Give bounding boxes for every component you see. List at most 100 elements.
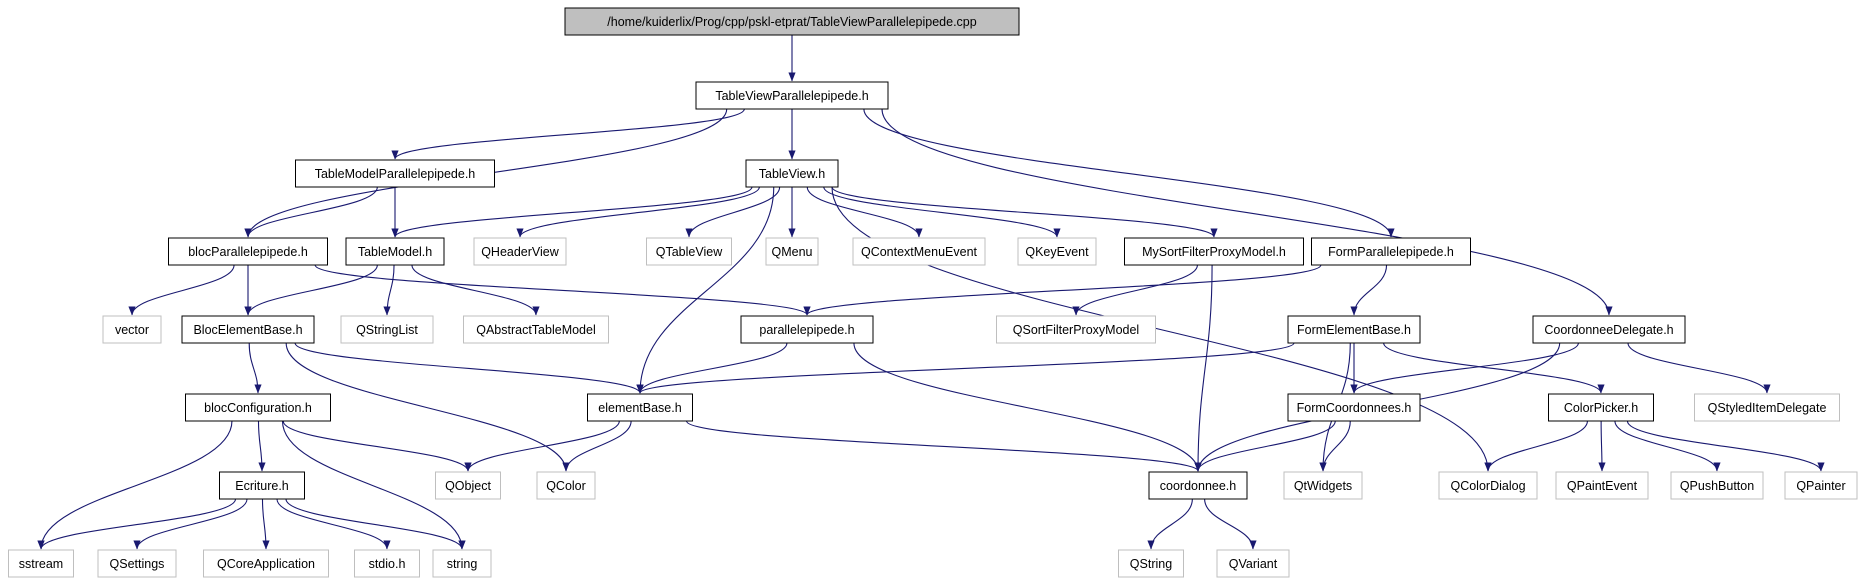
node-coord[interactable]: coordonnee.h [1148, 471, 1248, 500]
node-qobj[interactable]: QObject [435, 471, 501, 500]
node-label: blocConfiguration.h [204, 401, 312, 415]
node-label: QColor [546, 479, 586, 493]
edge-tv-to-tm [391, 186, 753, 238]
node-qatm[interactable]: QAbstractTableModel [463, 315, 609, 344]
node-label: QKeyEvent [1025, 245, 1089, 259]
node-feb[interactable]: FormElementBase.h [1287, 315, 1421, 344]
node-box [1532, 315, 1686, 344]
node-box [8, 549, 74, 578]
node-qpb[interactable]: QPushButton [1670, 471, 1764, 500]
node-box [1118, 549, 1184, 578]
node-qcolor[interactable]: QColor [536, 471, 596, 500]
edge-tv-to-qke [823, 186, 1061, 238]
node-qcme[interactable]: QContextMenuEvent [852, 237, 986, 266]
node-qpainter[interactable]: QPainter [1784, 471, 1858, 500]
node-label: QStyledItemDelegate [1708, 401, 1827, 415]
node-qsid[interactable]: QStyledItemDelegate [1694, 393, 1840, 422]
node-label: parallelepipede.h [759, 323, 854, 337]
node-box [219, 471, 305, 500]
node-tmp[interactable]: TableModelParallelepipede.h [295, 159, 495, 188]
node-qvariant[interactable]: QVariant [1216, 549, 1290, 578]
edge-beb-to-eb [294, 342, 644, 394]
node-bp[interactable]: blocParallelepipede.h [168, 237, 328, 266]
node-box [740, 315, 874, 344]
node-label: QMenu [772, 245, 813, 259]
node-label: QAbstractTableModel [476, 323, 596, 337]
edge-msfpm-to-qsfpm [1072, 264, 1198, 316]
node-beb[interactable]: BlocElementBase.h [181, 315, 315, 344]
node-box [435, 471, 501, 500]
node-qpe[interactable]: QPaintEvent [1555, 471, 1649, 500]
edge-bc-to-qobj [282, 420, 472, 472]
node-qtw[interactable]: QtWidgets [1283, 471, 1363, 500]
edge-cd-to-qsid [1627, 342, 1771, 394]
node-stdio[interactable]: stdio.h [354, 549, 420, 578]
node-box [295, 159, 495, 188]
node-box [765, 237, 819, 266]
node-string[interactable]: string [432, 549, 492, 578]
node-qstring[interactable]: QString [1118, 549, 1184, 578]
node-box [181, 315, 315, 344]
node-msfpm[interactable]: MySortFilterProxyModel.h [1124, 237, 1304, 266]
node-qsettings[interactable]: QSettings [97, 549, 177, 578]
node-label: QString [1130, 557, 1172, 571]
node-tvp[interactable]: TableViewParallelepipede.h [695, 81, 889, 110]
node-qcd[interactable]: QColorDialog [1438, 471, 1538, 500]
edge-tmp-to-bp [244, 186, 378, 238]
node-qhv[interactable]: QHeaderView [473, 237, 567, 266]
node-eb[interactable]: elementBase.h [587, 393, 693, 422]
node-box [473, 237, 567, 266]
edge-coord-to-qvariant [1204, 498, 1257, 550]
edge-cp-to-qcd [1484, 420, 1588, 472]
node-label: QPushButton [1680, 479, 1754, 493]
node-para[interactable]: parallelepipede.h [740, 315, 874, 344]
edge-tvp-to-fp [863, 108, 1395, 238]
edge-tm-to-beb [244, 264, 378, 316]
node-fp[interactable]: FormParallelepipede.h [1311, 237, 1471, 266]
node-tm[interactable]: TableModel.h [345, 237, 445, 266]
edge-eb-to-qobj [464, 420, 620, 472]
node-fc[interactable]: FormCoordonnees.h [1287, 393, 1421, 422]
node-ecr[interactable]: Ecriture.h [219, 471, 305, 500]
edge-ecr-to-sstream [37, 498, 237, 550]
edge-tm-to-qsl [383, 264, 395, 316]
node-label: TableViewParallelepipede.h [715, 89, 868, 103]
node-box [996, 315, 1156, 344]
node-qca[interactable]: QCoreApplication [203, 549, 329, 578]
node-box [340, 315, 434, 344]
node-label: QContextMenuEvent [861, 245, 978, 259]
node-qke[interactable]: QKeyEvent [1017, 237, 1097, 266]
node-cd[interactable]: CoordonneeDelegate.h [1532, 315, 1686, 344]
edge-tvp-to-tmp [391, 108, 745, 160]
edge-feb-to-cp [1383, 342, 1605, 394]
node-sstream[interactable]: sstream [8, 549, 74, 578]
node-label: QVariant [1229, 557, 1278, 571]
node-qsfpm[interactable]: QSortFilterProxyModel [996, 315, 1156, 344]
node-cpp[interactable]: /home/kuiderlix/Prog/cpp/pskl-etprat/Tab… [564, 7, 1020, 36]
node-label: /home/kuiderlix/Prog/cpp/pskl-etprat/Tab… [607, 15, 976, 29]
node-label: QCoreApplication [217, 557, 315, 571]
node-box [1287, 393, 1421, 422]
node-qsl[interactable]: QStringList [340, 315, 434, 344]
node-label: vector [115, 323, 149, 337]
node-label: ColorPicker.h [1564, 401, 1638, 415]
node-box [564, 7, 1020, 36]
node-bc[interactable]: blocConfiguration.h [185, 393, 331, 422]
node-tv[interactable]: TableView.h [745, 159, 839, 188]
node-label: FormParallelepipede.h [1328, 245, 1454, 259]
node-label: string [447, 557, 478, 571]
node-vector[interactable]: vector [102, 315, 162, 344]
node-box [1670, 471, 1764, 500]
node-box [852, 237, 986, 266]
node-cp[interactable]: ColorPicker.h [1548, 393, 1654, 422]
node-label: QSettings [110, 557, 165, 571]
edge-eb-to-qcolor [562, 420, 632, 472]
edge-ecr-to-qsettings [133, 498, 248, 550]
node-label: Ecriture.h [235, 479, 289, 493]
node-label: QHeaderView [481, 245, 560, 259]
edge-tv-to-qcme [806, 186, 923, 238]
node-label: TableModel.h [358, 245, 432, 259]
node-qmenu[interactable]: QMenu [765, 237, 819, 266]
node-qtv[interactable]: QTableView [646, 237, 732, 266]
node-label: QStringList [356, 323, 418, 337]
